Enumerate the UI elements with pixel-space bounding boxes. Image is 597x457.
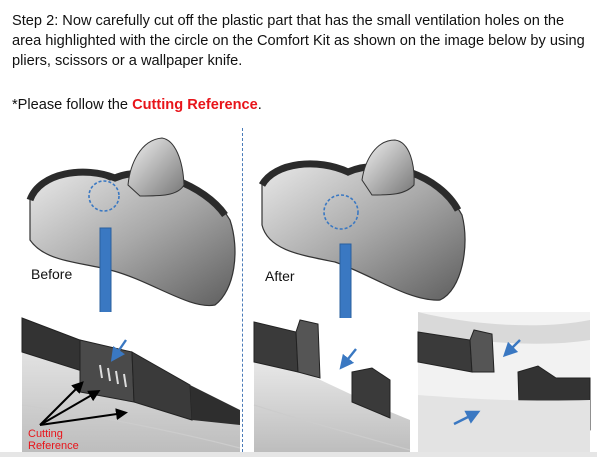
small-blue-arrow-detail-2 xyxy=(453,410,481,426)
step-instructions: Step 2: Now carefully cut off the plasti… xyxy=(12,13,585,69)
before-comfort-kit-image xyxy=(26,137,236,307)
small-blue-arrow-after xyxy=(339,348,357,370)
after-closeup-detail-image xyxy=(417,312,591,452)
small-blue-arrow-before xyxy=(110,339,127,362)
note-prefix: *Please follow the xyxy=(12,97,133,113)
note-suffix: . xyxy=(257,97,262,113)
bottom-scroll-strip xyxy=(0,452,597,457)
cutting-reference-line-1: Cutting xyxy=(28,428,63,440)
before-after-divider xyxy=(242,128,243,457)
highlight-circle xyxy=(88,180,120,212)
cutting-reference-arrows xyxy=(39,381,128,426)
cutting-reference-note: *Please follow the Cutting Reference. xyxy=(12,95,262,115)
highlight-circle-after xyxy=(323,194,359,230)
cutting-reference-line-2: Reference xyxy=(28,440,79,452)
after-comfort-kit-image xyxy=(258,139,466,301)
before-label: Before xyxy=(31,266,73,282)
cutting-reference-link: Cutting Reference xyxy=(132,97,258,113)
after-label: After xyxy=(265,268,295,284)
cutting-reference-label: Cutting Reference xyxy=(28,428,79,452)
after-closeup-image xyxy=(253,318,411,452)
small-blue-arrow-detail-1 xyxy=(502,339,521,358)
